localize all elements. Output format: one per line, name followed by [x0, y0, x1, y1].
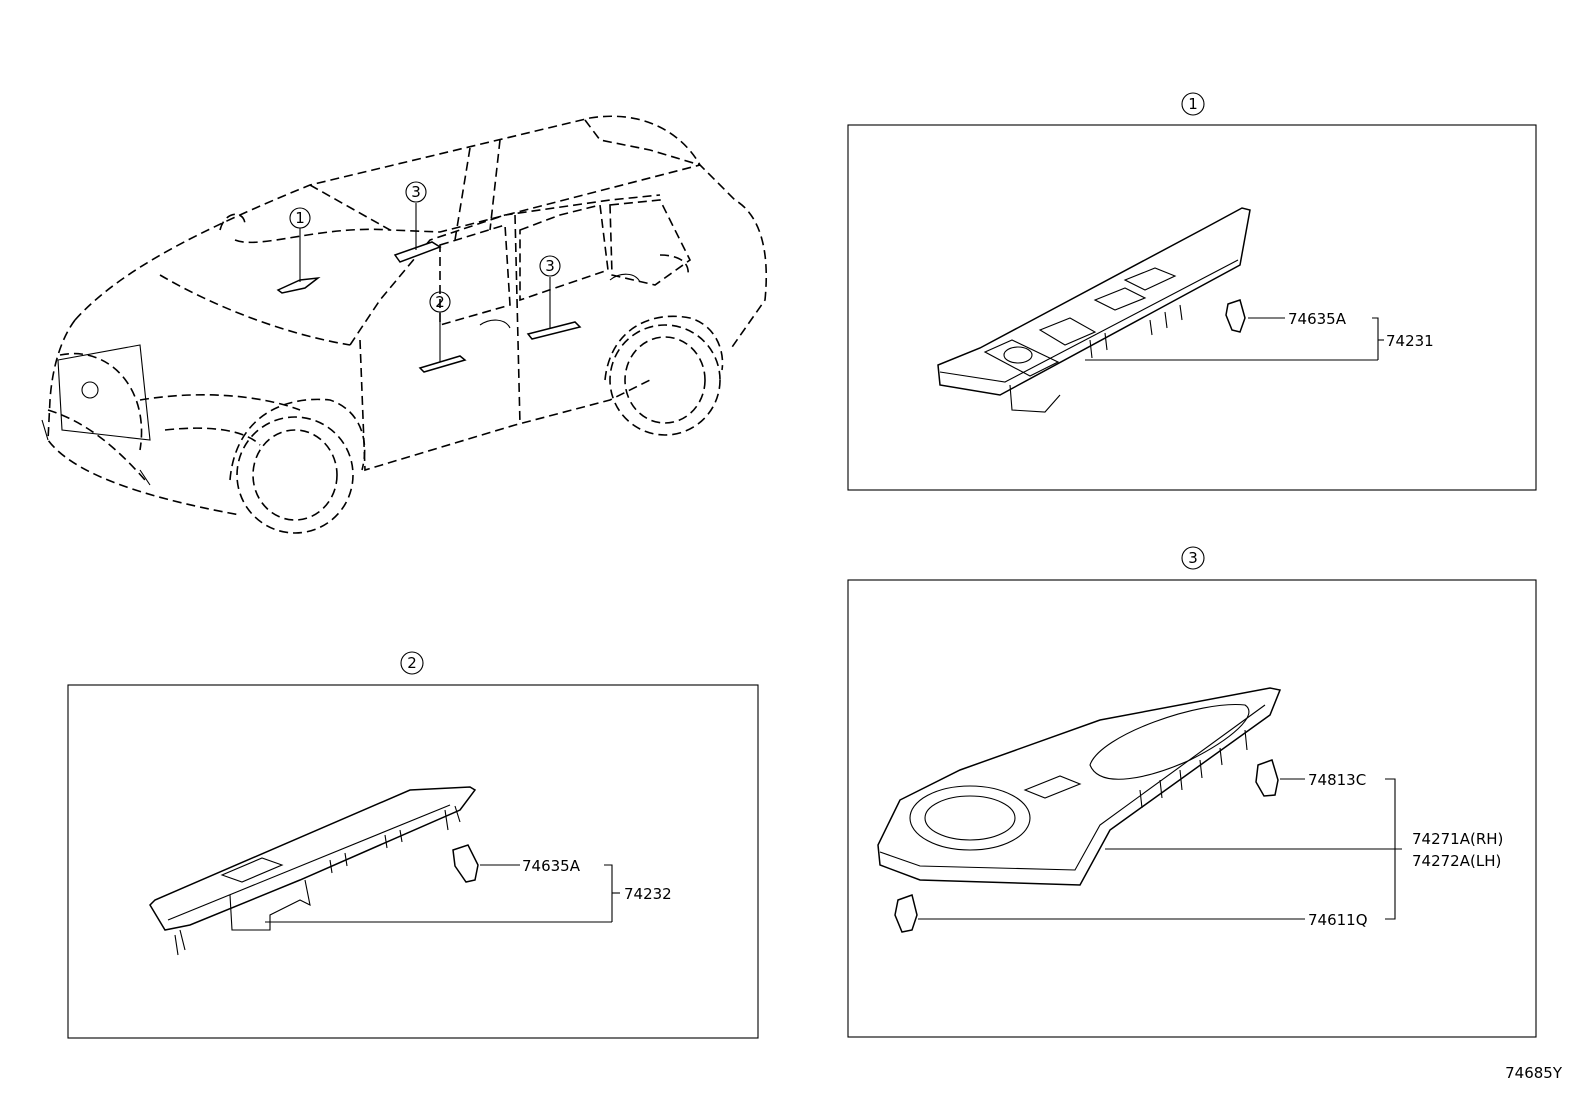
label-74635A-panel-2: 74635A	[522, 857, 581, 875]
callout-1-vehicle: 1	[289, 207, 311, 229]
panel-3: 3 74813C 74271A(RH) 74272A(LH) 74611Q	[847, 546, 1537, 1038]
callout-3-vehicle-front: 3	[405, 181, 427, 203]
svg-text:3: 3	[411, 183, 421, 201]
label-74271A-RH: 74271A(RH)	[1412, 830, 1503, 848]
label-74232: 74232	[624, 885, 672, 903]
vehicle-illustration	[41, 115, 768, 534]
panel-1: 1 74635A 74231	[847, 92, 1537, 491]
clip-74813C	[1255, 759, 1279, 797]
panel-2-marker: 2	[407, 654, 417, 672]
clip-74611Q	[894, 894, 918, 933]
label-74635A-panel-1: 74635A	[1288, 310, 1347, 328]
clip-74635A-panel-1	[1225, 299, 1246, 333]
panel-2: 2 74635A 74232	[67, 651, 759, 1039]
svg-text:1: 1	[295, 209, 305, 227]
clip-74635A-panel-2	[452, 844, 479, 883]
panel-3-marker-circle	[1181, 546, 1205, 570]
armrest-base-74271A-74272A	[877, 687, 1282, 886]
label-74813C: 74813C	[1308, 771, 1366, 789]
panel-2-marker-circle	[400, 651, 424, 675]
callout-2-vehicle: 2	[429, 291, 451, 313]
label-74272A-LH: 74272A(LH)	[1412, 852, 1501, 870]
illustration-code: 74685Y	[1505, 1064, 1563, 1082]
label-74231: 74231	[1386, 332, 1434, 350]
panel-3-marker: 3	[1188, 549, 1198, 567]
label-74611Q: 74611Q	[1308, 911, 1368, 929]
svg-text:3: 3	[545, 257, 555, 275]
panel-2-frame	[67, 684, 759, 1039]
switch-bezel-74231	[937, 207, 1251, 413]
callout-3-vehicle-rear: 3	[539, 255, 561, 277]
panel-1-marker: 1	[1188, 95, 1198, 113]
panel-1-marker-circle	[1181, 92, 1205, 116]
panel-1-frame	[847, 124, 1537, 491]
panel-3-frame	[847, 579, 1537, 1038]
switch-bezel-74232	[149, 786, 477, 956]
svg-text:2: 2	[435, 293, 445, 311]
